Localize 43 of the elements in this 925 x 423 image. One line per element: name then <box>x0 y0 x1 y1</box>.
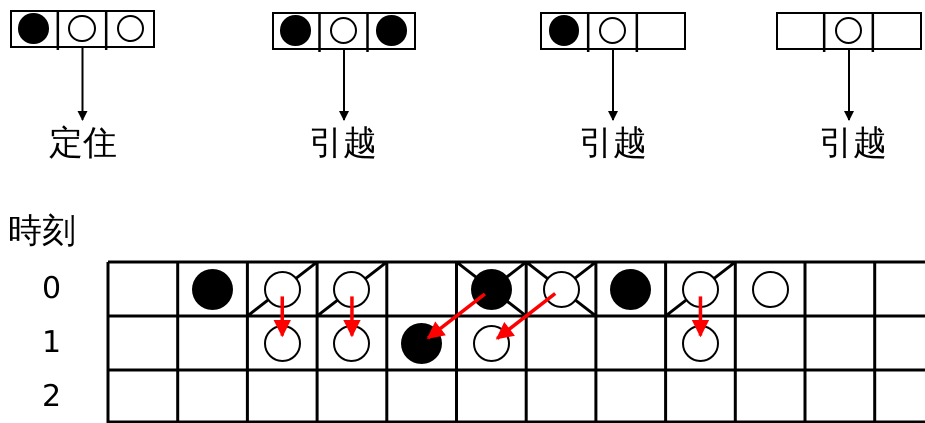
arrow <box>496 292 556 340</box>
time-step-label: 2 <box>42 382 62 412</box>
outcome-label: 引越 <box>579 126 647 160</box>
filled-circle <box>376 15 407 46</box>
filled-circle <box>610 268 652 310</box>
hollow-circle <box>472 324 510 362</box>
outcome-label: 定住 <box>49 126 117 160</box>
hollow-circle <box>333 270 370 308</box>
hollow-circle <box>264 324 301 362</box>
hollow-circle <box>542 270 580 308</box>
arrow <box>426 292 486 340</box>
hollow-circle <box>682 324 719 362</box>
hollow-circle <box>264 270 301 308</box>
arrow <box>78 48 88 121</box>
neighborhood-box <box>776 12 922 50</box>
hollow-circle <box>834 16 862 44</box>
hollow-circle <box>682 270 719 308</box>
filled-circle <box>470 268 512 310</box>
hollow-circle <box>116 14 144 42</box>
filled-circle <box>18 13 49 44</box>
time-step-label: 0 <box>42 274 62 304</box>
neighborhood-box <box>272 12 416 50</box>
arrow <box>274 296 291 338</box>
filled-circle <box>401 322 442 364</box>
arrow <box>608 50 618 121</box>
arrow <box>339 50 349 121</box>
filled-circle <box>280 15 311 46</box>
hollow-circle <box>598 16 626 44</box>
neighborhood-box <box>10 10 155 48</box>
filled-circle <box>192 268 234 310</box>
hollow-circle <box>68 14 96 42</box>
arrow <box>692 296 710 338</box>
outcome-label: 引越 <box>309 126 377 160</box>
hollow-circle <box>333 324 370 362</box>
arrow <box>844 50 854 121</box>
outcome-label: 引越 <box>819 126 887 160</box>
axis-title: 時刻 <box>8 214 76 248</box>
arrow <box>343 296 361 338</box>
neighborhood-box <box>540 12 686 50</box>
hollow-circle <box>330 16 358 44</box>
hollow-circle <box>752 270 789 308</box>
time-step-label: 1 <box>42 328 62 358</box>
filled-circle <box>548 15 579 46</box>
